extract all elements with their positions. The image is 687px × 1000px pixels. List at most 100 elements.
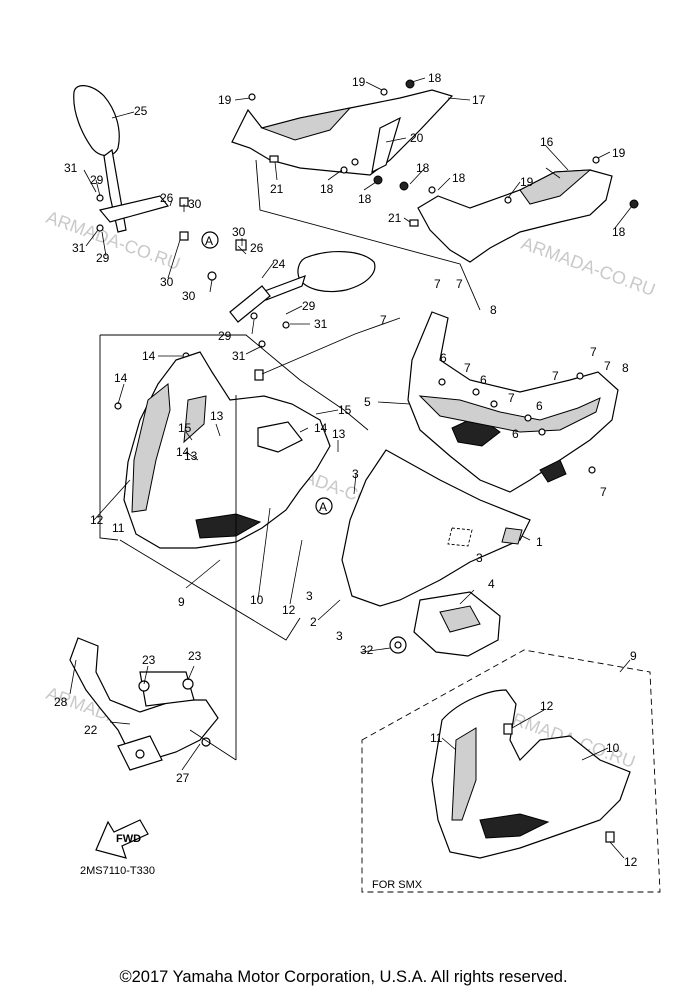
callout-21: 21: [388, 211, 402, 225]
callout-10: 10: [250, 593, 264, 607]
callout-7: 7: [508, 391, 515, 405]
callout-23: 23: [188, 649, 202, 663]
callout-3: 3: [336, 629, 343, 643]
frame-lines: [99, 159, 481, 761]
callout-7: 7: [464, 361, 471, 375]
callout-9: 9: [630, 649, 637, 663]
callout-16: 16: [540, 135, 554, 149]
callout-15: 15: [178, 421, 192, 435]
callout-19: 19: [352, 75, 366, 89]
callout-19: 19: [218, 93, 232, 107]
callout-4: 4: [488, 577, 495, 591]
diagram-code: 2MS7110-T330: [80, 865, 155, 877]
front-cowling: [123, 351, 331, 549]
fwd-arrow: FWD 2MS7110-T330: [80, 819, 155, 877]
callouts: 25 19 19 18 17 20 16 19 21 18 18 18 18 1…: [54, 71, 638, 869]
callout-29: 29: [90, 173, 104, 187]
smx-inset: FOR SMX: [361, 649, 661, 893]
callout-28: 28: [54, 695, 68, 709]
callout-22: 22: [84, 723, 98, 737]
callout-13: 13: [184, 449, 198, 463]
callout-18: 18: [612, 225, 626, 239]
callout-15: 15: [338, 403, 352, 417]
copyright-notice: ©2017 Yamaha Motor Corporation, U.S.A. A…: [119, 968, 568, 986]
callout-8: 8: [622, 361, 629, 375]
headlight-bracket: [389, 591, 501, 657]
callout-24: 24: [272, 257, 286, 271]
callout-26: 26: [160, 191, 174, 205]
callout-29: 29: [96, 251, 110, 265]
callout-20: 20: [410, 131, 424, 145]
callout-5: 5: [364, 395, 371, 409]
reference-a: A: [205, 234, 213, 248]
inner-panel-right: [417, 169, 613, 263]
callout-2: 2: [310, 615, 317, 629]
callout-6: 6: [536, 399, 543, 413]
callout-18: 18: [428, 71, 442, 85]
callout-14: 14: [176, 445, 190, 459]
callout-32: 32: [360, 643, 374, 657]
callout-12: 12: [540, 699, 554, 713]
callout-18: 18: [416, 161, 430, 175]
callout-6: 6: [480, 373, 487, 387]
callout-17: 17: [472, 93, 486, 107]
callout-30: 30: [160, 275, 174, 289]
callout-6: 6: [512, 427, 519, 441]
watermark: ARMADA-CO.RU: [519, 233, 658, 300]
callout-3: 3: [476, 551, 483, 565]
callout-7: 7: [552, 369, 559, 383]
callout-1: 1: [536, 535, 543, 549]
callout-31: 31: [64, 161, 78, 175]
callout-11: 11: [112, 521, 125, 535]
callout-30: 30: [232, 225, 246, 239]
callout-14: 14: [114, 371, 128, 385]
stay-bracket: [69, 637, 219, 771]
callout-19: 19: [612, 146, 626, 160]
callout-9: 9: [178, 595, 185, 609]
callout-3: 3: [352, 467, 359, 481]
callout-7: 7: [456, 277, 463, 291]
callout-29: 29: [302, 299, 316, 313]
windshield: [341, 449, 531, 607]
leader-lines: [69, 77, 633, 859]
callout-13: 13: [210, 409, 224, 423]
callout-31: 31: [232, 349, 246, 363]
callout-29: 29: [218, 329, 232, 343]
inner-front-cover: [407, 311, 619, 493]
callout-31: 31: [72, 241, 86, 255]
callout-14: 14: [142, 349, 156, 363]
callout-10: 10: [606, 741, 620, 755]
callout-7: 7: [434, 277, 441, 291]
callout-18: 18: [320, 182, 334, 196]
inset-label: FOR SMX: [372, 879, 423, 891]
callout-18: 18: [452, 171, 466, 185]
callout-14: 14: [314, 421, 328, 435]
reference-a: A: [319, 500, 327, 514]
callout-30: 30: [182, 289, 196, 303]
callout-26: 26: [250, 241, 264, 255]
callout-3: 3: [306, 589, 313, 603]
mirror-left: [73, 85, 170, 233]
callout-12: 12: [90, 513, 104, 527]
callout-23: 23: [142, 653, 156, 667]
inner-panel-left: [231, 89, 454, 176]
callout-13: 13: [332, 427, 346, 441]
callout-7: 7: [600, 485, 607, 499]
callout-12: 12: [624, 855, 638, 869]
callout-7: 7: [380, 313, 387, 327]
callout-27: 27: [176, 771, 190, 785]
callout-21: 21: [270, 182, 284, 196]
callout-11: 11: [430, 731, 443, 745]
callout-7: 7: [590, 345, 597, 359]
callout-12: 12: [282, 603, 296, 617]
callout-8: 8: [490, 303, 497, 317]
fwd-label: FWD: [116, 833, 141, 845]
mirror-right: [229, 251, 376, 323]
callout-30: 30: [188, 197, 202, 211]
callout-31: 31: [314, 317, 328, 331]
callout-25: 25: [134, 104, 148, 118]
callout-6: 6: [440, 351, 447, 365]
callout-19: 19: [520, 175, 534, 189]
callout-7: 7: [604, 359, 611, 373]
